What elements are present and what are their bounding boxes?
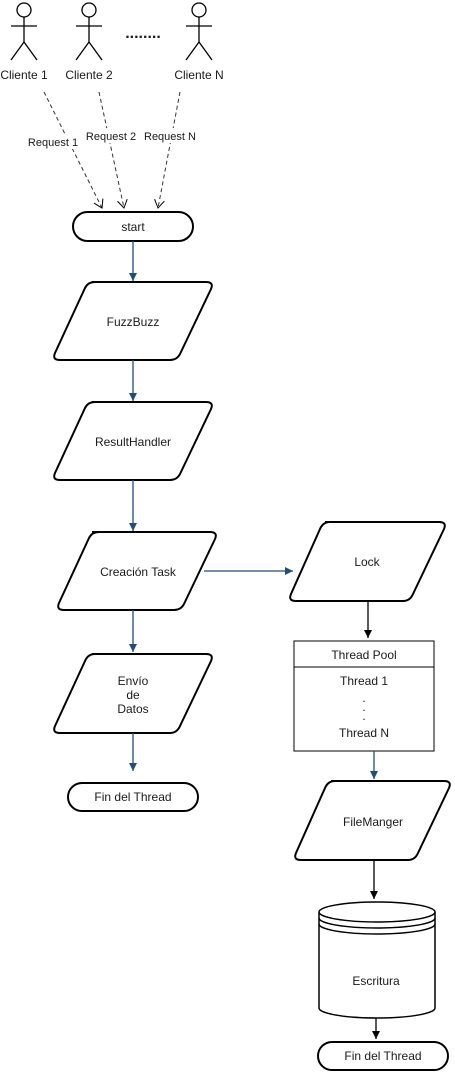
escritura-label: Escritura: [352, 974, 400, 988]
start-label: start: [121, 220, 145, 234]
envio-label-line1: Envío: [118, 674, 149, 688]
fin-thread-right-label: Fin del Thread: [344, 1049, 421, 1063]
thread-pool-dot-3: .: [362, 709, 365, 723]
fin-thread-left-label: Fin del Thread: [94, 790, 171, 804]
request-1-arrow: [43, 91, 104, 209]
request-2-label: Request 2: [86, 131, 136, 143]
envio-label-line3: Datos: [117, 702, 148, 716]
envio-datos-node: [53, 653, 213, 734]
lock-node: [289, 521, 446, 602]
resulthandler-node: [53, 401, 213, 481]
request-1-label: Request 1: [28, 137, 78, 149]
actor-cliente-2: [75, 2, 103, 61]
actors-ellipsis: ........: [125, 25, 161, 42]
envio-label-line2: de: [126, 688, 140, 702]
fin-thread-right-terminator: [317, 1041, 449, 1071]
actor-cliente-2-label: Cliente 2: [65, 68, 113, 82]
escritura-database: [318, 901, 436, 1019]
thread-pool-box: [293, 640, 435, 752]
actor-cliente-n: [185, 2, 213, 61]
creacion-task-label: Creación Task: [100, 565, 177, 579]
fuzzbuzz-label: FuzzBuzz: [107, 315, 160, 329]
thread-pool-title: Thread Pool: [331, 648, 396, 662]
request-n-label: Request N: [144, 131, 196, 143]
fuzzbuzz-node: [53, 281, 213, 361]
actor-cliente-1: [10, 2, 38, 61]
actor-cliente-1-label: Cliente 1: [0, 68, 48, 82]
request-n-arrow: [154, 91, 181, 209]
request-2-arrow: [98, 91, 128, 209]
thread-pool-first: Thread 1: [340, 674, 388, 688]
thread-pool-last: Thread N: [339, 726, 389, 740]
fin-thread-left-terminator: [67, 782, 199, 812]
actor-cliente-n-label: Cliente N: [174, 68, 223, 82]
resulthandler-label: ResultHandler: [95, 435, 171, 449]
thread-pool-dot-1: .: [362, 691, 365, 705]
creacion-task-node: [57, 531, 217, 611]
filemanger-node: [294, 780, 451, 861]
filemanger-label: FileManger: [343, 815, 403, 829]
thread-pool-dot-2: .: [362, 700, 365, 714]
lock-label: Lock: [354, 555, 380, 569]
